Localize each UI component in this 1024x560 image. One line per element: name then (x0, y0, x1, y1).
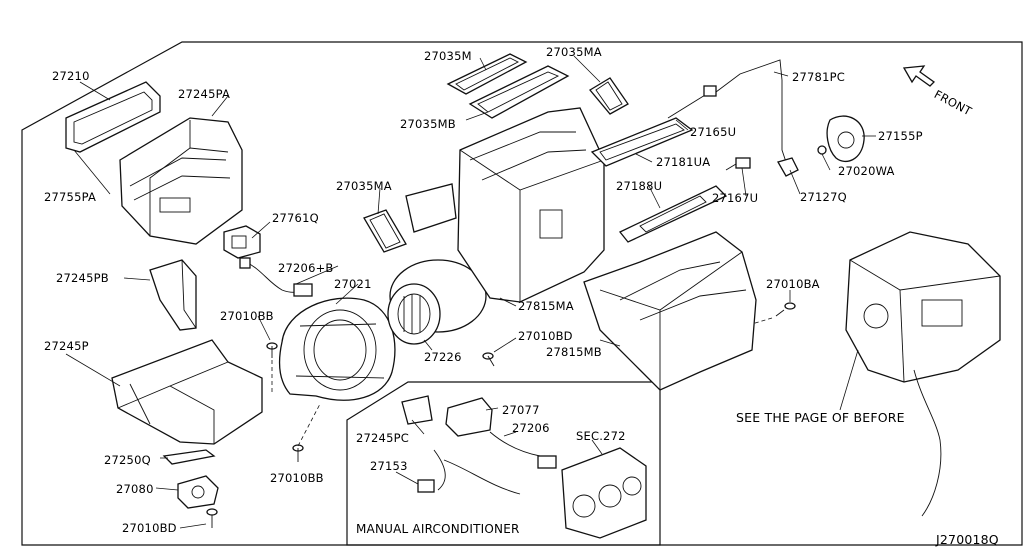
inset-frame (346, 381, 661, 546)
lower-housing-27815MB (583, 231, 757, 391)
core-27188U (618, 185, 728, 243)
label-27181UA: 27181UA (656, 155, 711, 169)
assembly-unit (845, 231, 1001, 517)
label-sec272: SEC.272 (576, 429, 626, 443)
blower-housing-27021 (278, 297, 396, 401)
label-27035MA-top: 27035MA (546, 45, 602, 59)
filter-27035M (446, 53, 528, 95)
label-27010BB-upper: 27010BB (220, 309, 274, 323)
label-manual-airconditioner: MANUAL AIRCONDITIONER (356, 522, 520, 536)
label-27815MB: 27815MB (546, 345, 602, 359)
label-27245P: 27245P (44, 339, 89, 353)
wire-27781PC (715, 59, 787, 163)
screw-27010BB-lower (292, 444, 304, 462)
sensor-27167U (725, 157, 751, 171)
label-27035MA-mid: 27035MA (336, 179, 392, 193)
label-27781PC: 27781PC (792, 70, 845, 84)
bracket-27155P (826, 115, 865, 163)
label-see-page-before: SEE THE PAGE OF BEFORE (736, 410, 905, 425)
leader-lines (65, 55, 876, 529)
actuator-27245PC (401, 395, 433, 425)
label-27127Q: 27127Q (800, 190, 847, 204)
label-27206: 27206 (512, 421, 550, 435)
actuator-27077 (445, 397, 493, 437)
label-27206B: 27206+B (278, 261, 334, 275)
label-27188U: 27188U (616, 179, 663, 193)
nut-27020WA (817, 145, 827, 155)
label-27010BA: 27010BA (766, 277, 820, 291)
label-diagram-code: J270018Q (936, 532, 999, 547)
core-27181UA (590, 117, 694, 167)
label-27035M: 27035M (424, 49, 472, 63)
sensor-27165U (667, 85, 717, 119)
clip-27127Q (777, 157, 799, 177)
filter-frame-27210 (65, 81, 161, 153)
screw-27010BB-upper (266, 342, 278, 358)
label-27815MA: 27815MA (518, 299, 574, 313)
outer-frame (21, 41, 1023, 546)
label-27010BD-mid: 27010BD (518, 329, 573, 343)
control-panel-sec272 (561, 447, 647, 539)
side-duct (405, 183, 457, 233)
label-27153: 27153 (370, 459, 408, 473)
motor-27080 (177, 475, 219, 509)
intake-housing-27245PA (119, 117, 243, 245)
upper-housing-27815MA (457, 107, 605, 303)
label-27755PA: 27755PA (44, 190, 97, 204)
harness-27206 (489, 431, 557, 469)
label-27155P: 27155P (878, 129, 923, 143)
label-27077: 27077 (502, 403, 540, 417)
gasket-27035MA-mid (363, 209, 407, 253)
label-27245PB: 27245PB (56, 271, 109, 285)
gasket-27035MA-top (589, 77, 629, 115)
screw-27010BA (775, 302, 796, 317)
label-27021: 27021 (334, 277, 372, 291)
lower-case-27245P (111, 339, 263, 445)
label-27167U: 27167U (712, 191, 759, 205)
duct-27245PB (149, 259, 197, 331)
actuator-27761Q (223, 225, 261, 259)
label-27250Q: 27250Q (104, 453, 151, 467)
label-27165U: 27165U (690, 125, 737, 139)
label-27210: 27210 (52, 69, 90, 83)
front-arrow-icon (902, 65, 936, 87)
label-27226: 27226 (424, 350, 462, 364)
label-27010BB-lower: 27010BB (270, 471, 324, 485)
harness-27206B (239, 257, 313, 297)
harness-27153 (417, 449, 521, 495)
screw-27010BD-mid (482, 352, 495, 367)
blower-wheel-27226 (387, 259, 487, 345)
label-27020WA: 27020WA (838, 164, 895, 178)
label-27080: 27080 (116, 482, 154, 496)
label-27761Q: 27761Q (272, 211, 319, 225)
label-27245PA: 27245PA (178, 87, 231, 101)
label-27010BD-lower: 27010BD (122, 521, 177, 535)
label-27245PC: 27245PC (356, 431, 409, 445)
label-27035MB: 27035MB (400, 117, 456, 131)
screw-27010BD-lower (206, 508, 218, 528)
part-27250Q (162, 449, 216, 465)
